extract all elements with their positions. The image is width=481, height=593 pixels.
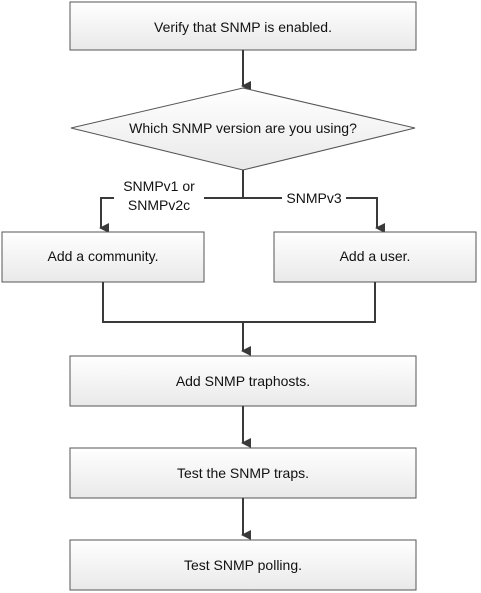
decision-snmp-version: Which SNMP version are you using? (70, 87, 416, 171)
step-test-polling: Test SNMP polling. (69, 539, 417, 591)
step-add-user: Add a user. (273, 231, 477, 283)
step-test-traps-label: Test the SNMP traps. (177, 465, 309, 481)
step-add-community: Add a community. (1, 231, 205, 283)
branch-label-bg-right (282, 190, 346, 206)
step-verify-label: Verify that SNMP is enabled. (154, 19, 332, 35)
step-add-traphosts-label: Add SNMP traphosts. (176, 373, 310, 389)
step-test-polling-label: Test SNMP polling. (184, 557, 302, 573)
step-add-traphosts: Add SNMP traphosts. (69, 355, 417, 407)
step-test-traps: Test the SNMP traps. (69, 447, 417, 499)
decision-label: Which SNMP version are you using? (129, 120, 357, 136)
step-add-community-label: Add a community. (47, 248, 158, 264)
branch-label-snmpv1-or: SNMPv1 or (123, 178, 195, 194)
step-verify-snmp-enabled: Verify that SNMP is enabled. (69, 1, 417, 51)
branch-label-snmpv3: SNMPv3 (286, 190, 341, 206)
connector-merge (102, 282, 376, 356)
branch-label-bg-left (114, 178, 204, 214)
step-add-user-label: Add a user. (340, 248, 411, 264)
branch-label-snmpv2c: SNMPv2c (128, 197, 190, 213)
